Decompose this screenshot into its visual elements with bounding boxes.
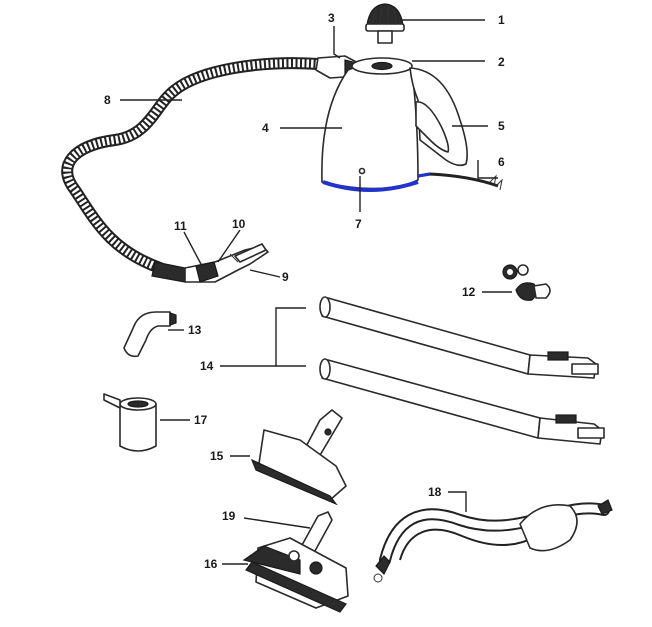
part-18-shoulder-strap <box>373 499 613 583</box>
label-10: 10 <box>232 217 246 231</box>
part-16-floor-tool <box>242 511 349 613</box>
label-5: 5 <box>498 119 505 133</box>
label-4: 4 <box>262 121 269 135</box>
label-8: 8 <box>104 93 111 107</box>
label-17: 17 <box>194 413 208 427</box>
label-9: 9 <box>282 270 289 284</box>
label-13: 13 <box>188 323 202 337</box>
part-17-measuring-cup <box>103 393 157 452</box>
part-5-handle <box>409 67 468 167</box>
label-14: 14 <box>200 359 214 373</box>
label-15: 15 <box>210 449 224 463</box>
callout-numbers: 1 2 3 4 5 6 7 8 9 10 11 12 13 14 15 16 1… <box>104 11 505 571</box>
label-16: 16 <box>204 557 218 571</box>
part-9-gun-nozzle <box>151 243 269 283</box>
leader-lines <box>120 19 512 565</box>
part-13-elbow-nozzle <box>123 311 177 358</box>
label-3: 3 <box>328 11 335 25</box>
part-12-nozzle-fittings <box>502 264 551 301</box>
part-14-extension-tubes <box>319 296 605 445</box>
label-19: 19 <box>222 509 236 523</box>
label-12: 12 <box>462 285 476 299</box>
part-8-hose <box>61 57 324 274</box>
label-7: 7 <box>355 217 362 231</box>
part-15-squeegee <box>250 409 347 506</box>
part-7-base-trim <box>322 180 419 192</box>
label-6: 6 <box>498 155 505 169</box>
part-6-power-cord <box>417 172 503 191</box>
label-11: 11 <box>174 219 187 233</box>
label-1: 1 <box>498 13 505 27</box>
label-18: 18 <box>428 485 442 499</box>
part-1-cap <box>365 3 405 44</box>
label-2: 2 <box>498 55 505 69</box>
part-4-tank-body <box>321 57 419 192</box>
